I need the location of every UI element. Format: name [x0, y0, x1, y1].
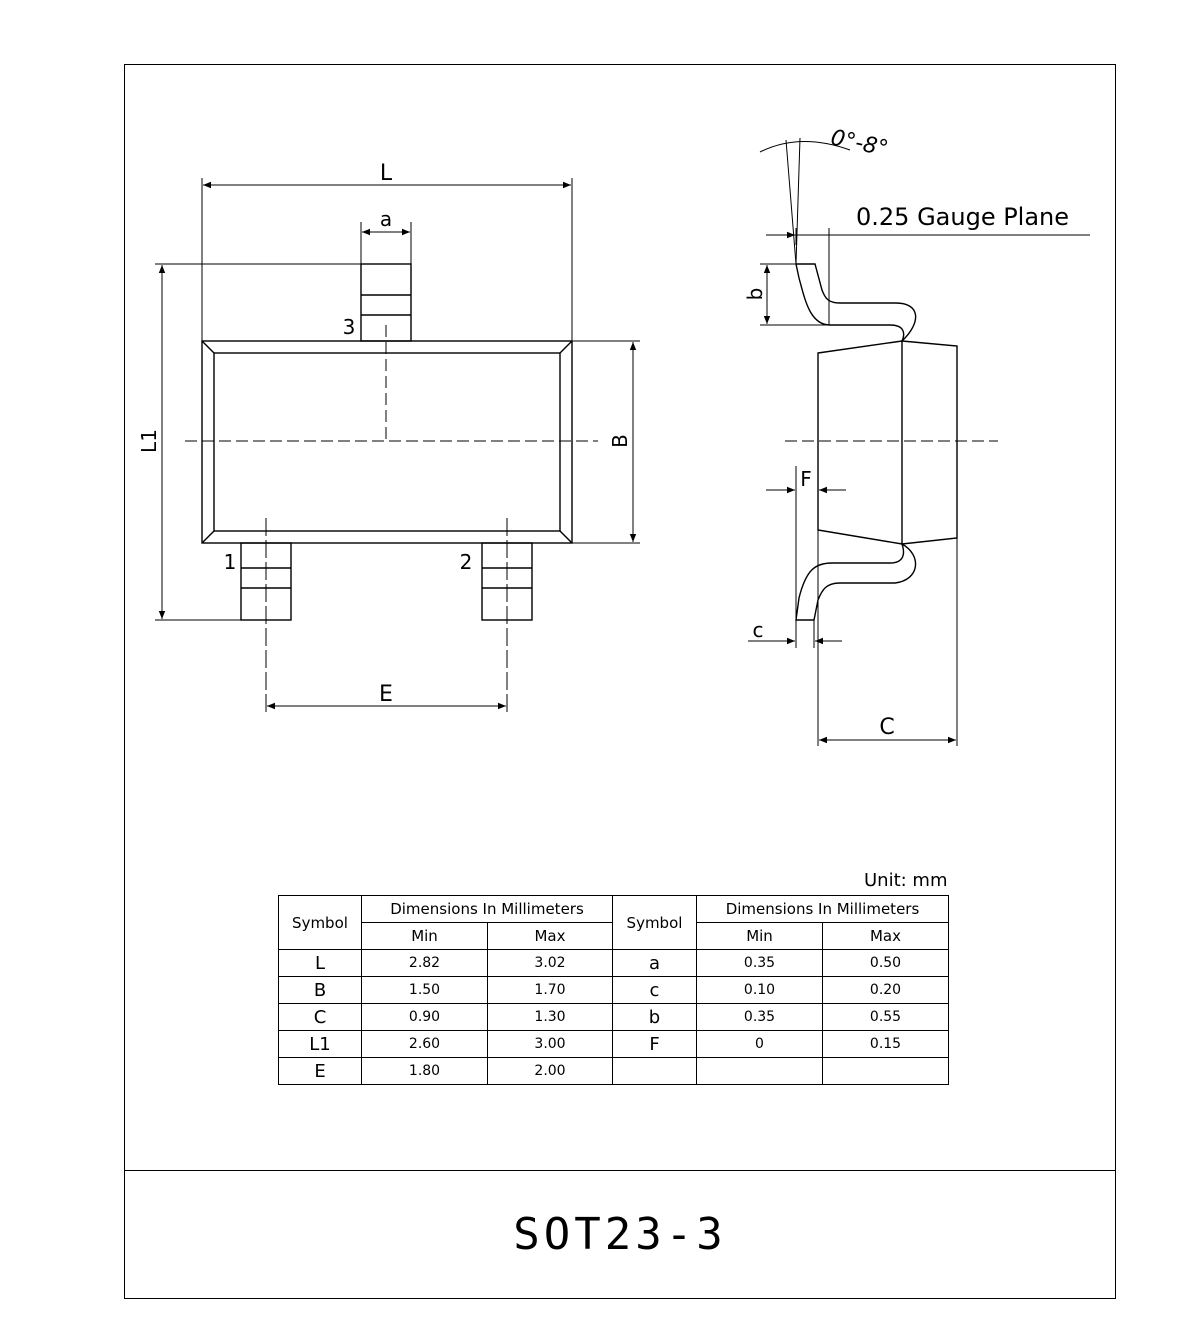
drawing-frame — [124, 64, 1116, 1299]
dimensions-header-left: Dimensions In Millimeters — [361, 895, 613, 923]
label-pin-3: 3 — [343, 315, 356, 339]
label-E: E — [379, 682, 393, 707]
max-cell: 3.02 — [487, 949, 613, 977]
min-cell: 2.60 — [361, 1030, 488, 1058]
max-cell: 2.00 — [487, 1057, 613, 1085]
label-angle: 0°-8° — [828, 125, 890, 161]
table-row: C 0.90 1.30 b 0.35 0.55 — [278, 1003, 949, 1031]
label-F: F — [800, 467, 812, 491]
min-cell: 0.90 — [361, 1003, 488, 1031]
symbol-header-left: Symbol — [278, 895, 362, 950]
max-cell: 0.15 — [822, 1030, 949, 1058]
min-cell: 0 — [696, 1030, 823, 1058]
max-cell: 0.50 — [822, 949, 949, 977]
min-cell: 0.35 — [696, 1003, 823, 1031]
package-body-outline — [201, 340, 573, 544]
symbol-cell — [612, 1057, 697, 1085]
package-body-inner — [213, 352, 561, 532]
symbol-cell: F — [612, 1030, 697, 1058]
side-body-outline — [817, 340, 958, 545]
side-top-lead — [795, 263, 917, 342]
table-subheader-row: Min Max Min Max — [279, 922, 949, 950]
table-row: B 1.50 1.70 c 0.10 0.20 — [278, 976, 949, 1004]
max-cell: 3.00 — [487, 1030, 613, 1058]
min-cell: 2.82 — [361, 949, 488, 977]
table-header-row: Symbol Dimensions In Millimeters Symbol … — [278, 895, 949, 950]
side-view — [748, 137, 1090, 746]
label-L: L — [380, 161, 393, 186]
top-view — [155, 178, 640, 712]
symbol-cell: a — [612, 949, 697, 977]
label-gauge-plane: 0.25 Gauge Plane — [856, 203, 1069, 231]
max-cell: 0.55 — [822, 1003, 949, 1031]
min-header-right: Min — [696, 922, 823, 950]
label-L1: L1 — [137, 429, 161, 453]
max-cell: 1.30 — [487, 1003, 613, 1031]
table-row: E 1.80 2.00 — [278, 1057, 949, 1085]
max-cell: 1.70 — [487, 976, 613, 1004]
min-header-left: Min — [361, 922, 488, 950]
symbol-cell: b — [612, 1003, 697, 1031]
unit-label: Unit: mm — [864, 870, 948, 891]
min-cell: 1.80 — [361, 1057, 488, 1085]
symbol-cell: C — [278, 1003, 362, 1031]
label-c: c — [753, 618, 764, 642]
max-cell: 0.20 — [822, 976, 949, 1004]
max-cell — [822, 1057, 949, 1085]
symbol-cell: B — [278, 976, 362, 1004]
min-cell: 1.50 — [361, 976, 488, 1004]
label-C: C — [879, 715, 894, 740]
table-row: L 2.82 3.02 a 0.35 0.50 — [278, 949, 949, 977]
symbol-cell: L1 — [278, 1030, 362, 1058]
side-bottom-lead — [795, 542, 917, 621]
dimensions-header-right: Dimensions In Millimeters — [696, 895, 949, 923]
symbol-cell: L — [278, 949, 362, 977]
max-header-right: Max — [822, 922, 949, 950]
label-a: a — [380, 207, 392, 231]
dimensions-table: Symbol Dimensions In Millimeters Symbol … — [278, 895, 949, 1085]
label-B: B — [608, 434, 632, 448]
min-cell — [696, 1057, 823, 1085]
label-pin-1: 1 — [224, 550, 237, 574]
title-block-divider — [124, 1170, 1116, 1171]
table-row: L1 2.60 3.00 F 0 0.15 — [278, 1030, 949, 1058]
min-cell: 0.35 — [696, 949, 823, 977]
min-cell: 0.10 — [696, 976, 823, 1004]
label-b: b — [743, 288, 767, 301]
symbol-cell: E — [278, 1057, 362, 1085]
symbol-header-right: Symbol — [612, 895, 697, 950]
symbol-cell: c — [612, 976, 697, 1004]
package-title: SOT23-3 — [513, 1208, 727, 1260]
pin-3-lead — [360, 263, 412, 342]
max-header-left: Max — [487, 922, 613, 950]
label-pin-2: 2 — [460, 550, 473, 574]
